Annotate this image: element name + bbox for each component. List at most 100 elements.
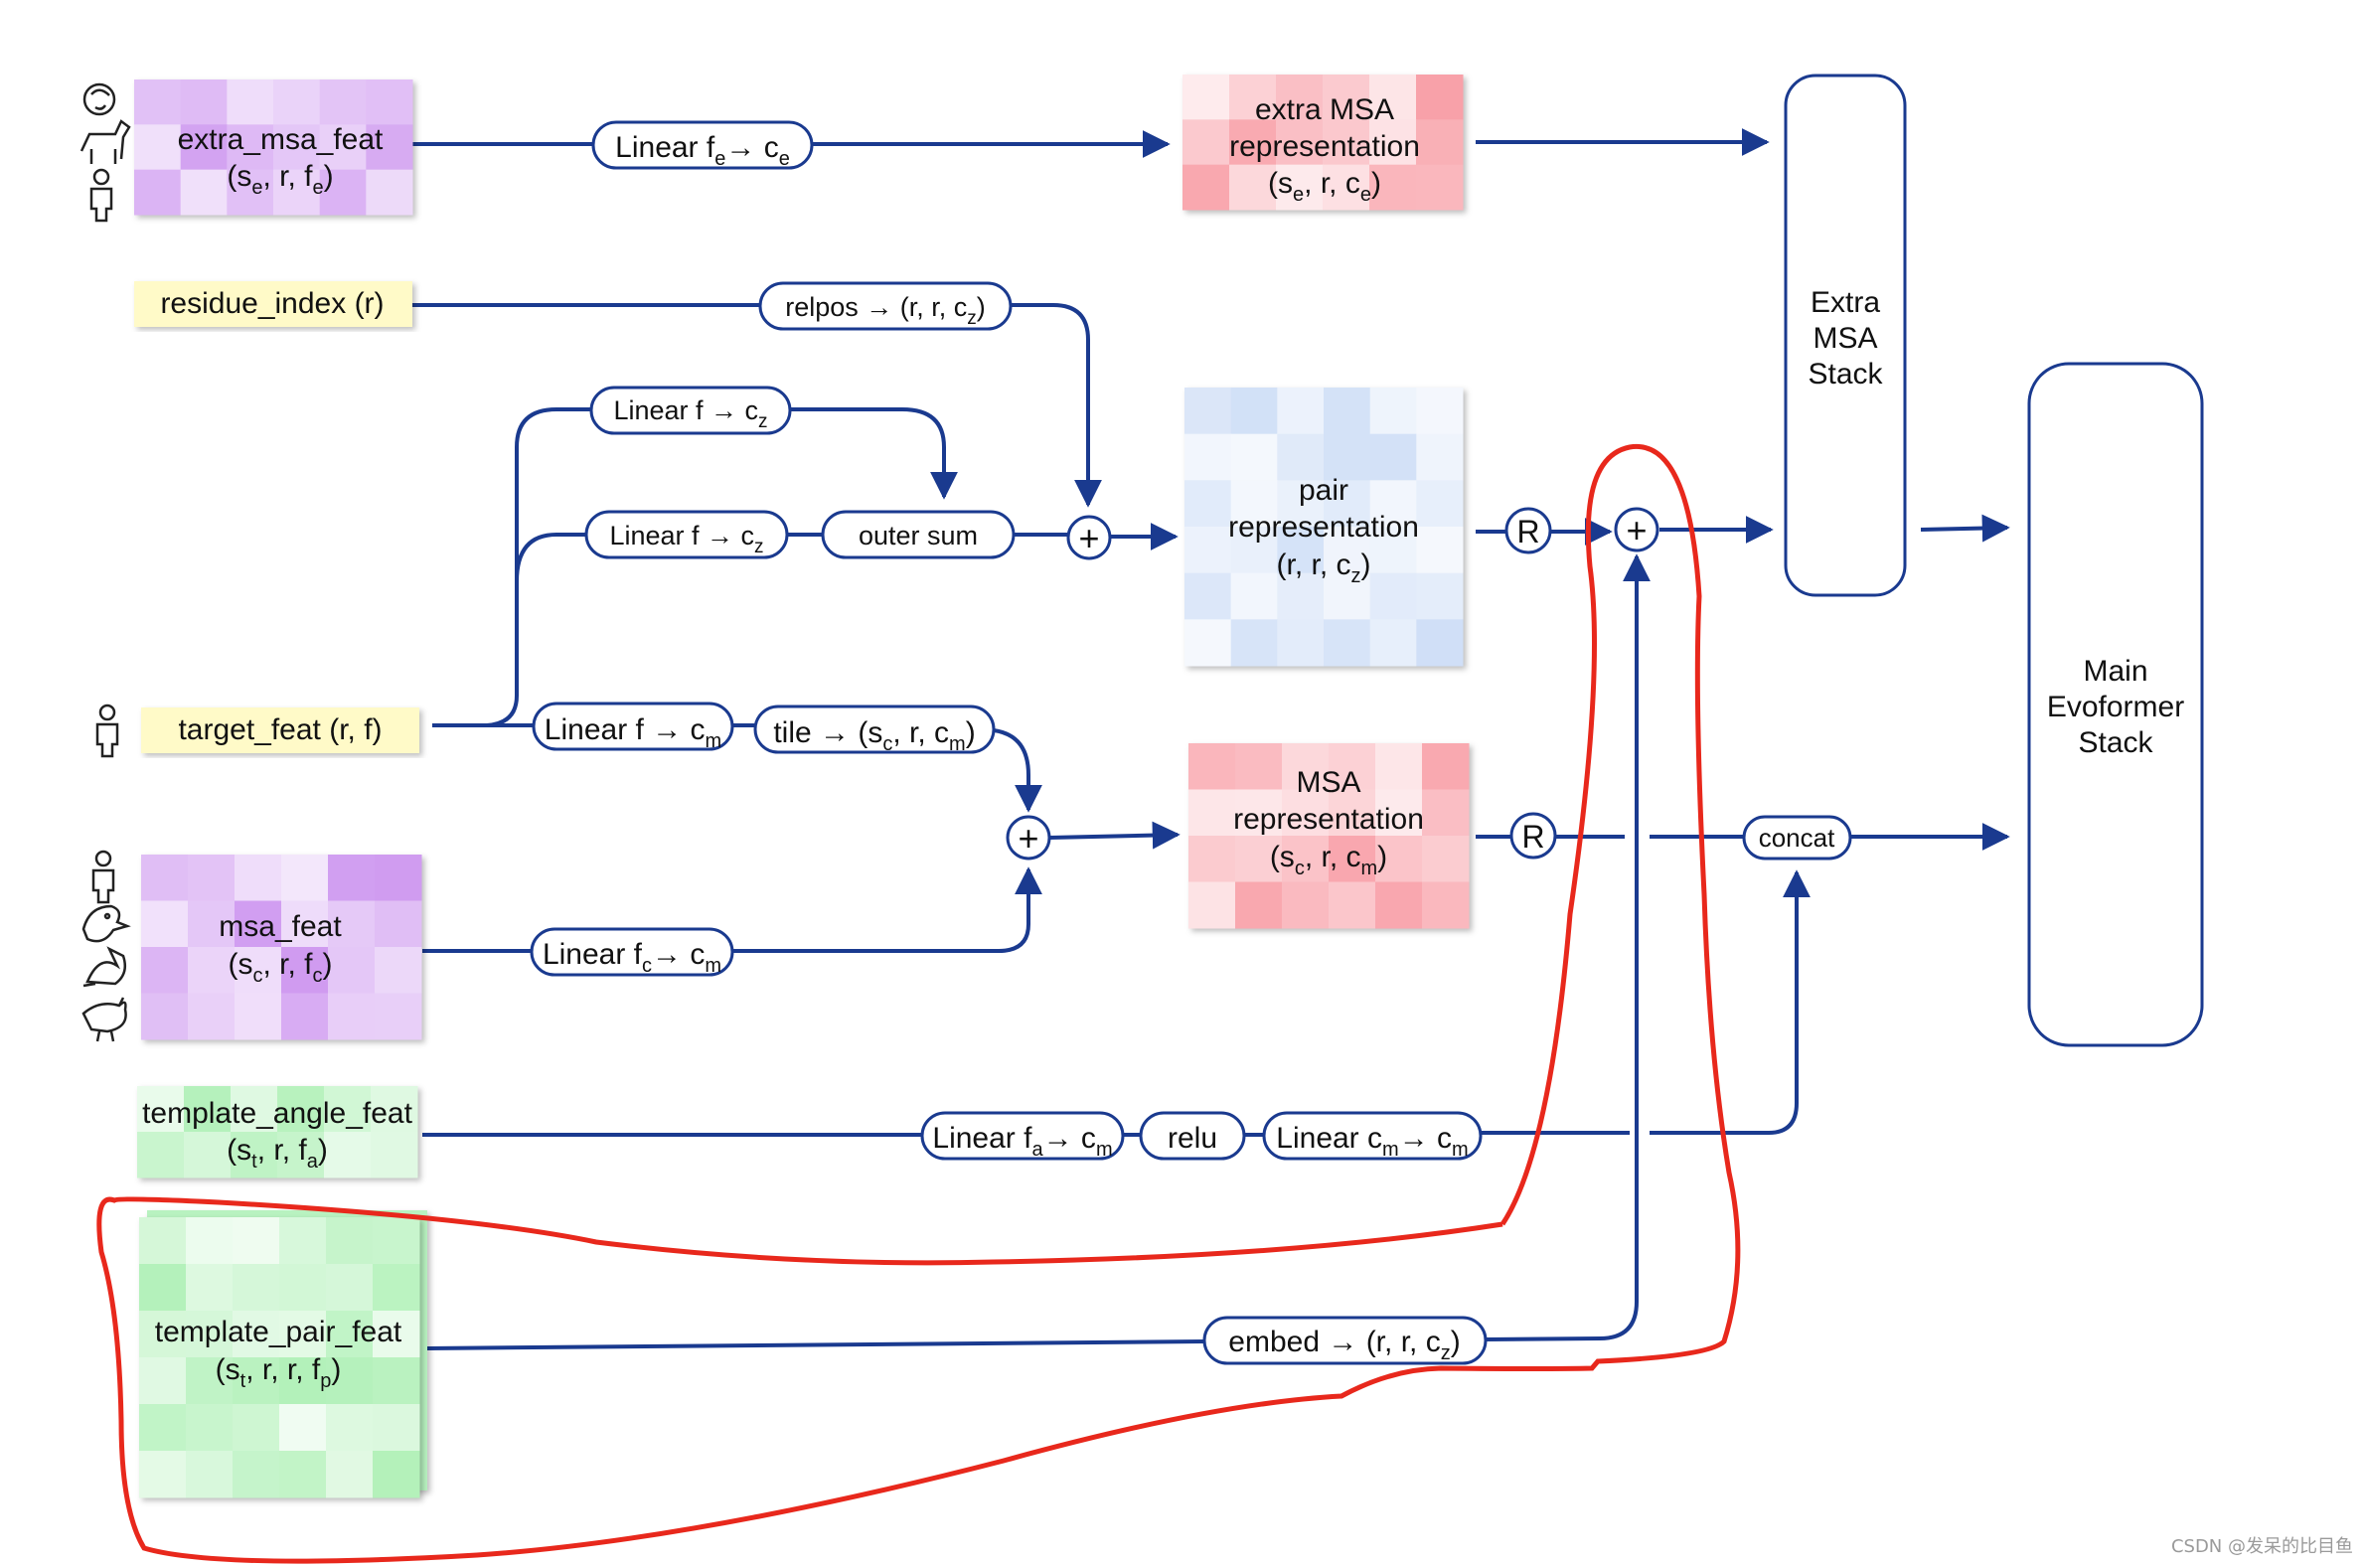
svg-text:Stack: Stack (1808, 358, 1883, 391)
heatmap-cell (186, 1311, 234, 1358)
template-angle-feat-shape: (st, r, fa) (227, 1134, 328, 1173)
target-feat-tile (141, 707, 419, 753)
heatmap-cell (139, 1217, 187, 1265)
heatmap-cell (227, 169, 274, 216)
heatmap-cell (1369, 572, 1417, 620)
heatmap-cell (279, 1311, 327, 1358)
msa-representation-title: MSA (1296, 766, 1360, 799)
heatmap-cell (1369, 527, 1417, 574)
watermark: CSDN @发呆的比目鱼 (2170, 1536, 2353, 1557)
heatmap-cell (1329, 743, 1376, 790)
heatmap-cell (319, 79, 367, 125)
heatmap-cell (1182, 164, 1230, 211)
heatmap-cell (1184, 527, 1232, 574)
heatmap-cell (273, 79, 321, 125)
heatmap-cell (186, 1264, 234, 1312)
heatmap-cell (1277, 527, 1325, 574)
msa-feat-tile (141, 855, 422, 1040)
heatmap-cell (139, 1264, 187, 1312)
svg-text:Linear fa→ cm: Linear fa→ cm (932, 1122, 1112, 1161)
heatmap-cell (1277, 433, 1325, 481)
heatmap-cell (141, 993, 189, 1040)
heatmap-cell (279, 1264, 327, 1312)
svg-text:Linear fc→ cm: Linear fc→ cm (543, 938, 721, 977)
svg-text:concat: concat (1759, 823, 1835, 853)
heatmap-cell (1188, 881, 1236, 929)
virus-icon (82, 82, 116, 116)
heatmap-cell (188, 947, 236, 994)
svg-text:R: R (1521, 819, 1544, 855)
heatmap-cell (319, 169, 367, 216)
heatmap-cell (233, 1357, 280, 1405)
op-linear-fc-cm: Linear fc→ cm (530, 927, 734, 977)
svg-text:+: + (1078, 518, 1099, 558)
heatmap-cell (1230, 480, 1278, 528)
heatmap-cell (1422, 881, 1470, 929)
heatmap-cell (1235, 743, 1283, 790)
heatmap-cell (1329, 789, 1376, 837)
heatmap-cell (139, 1311, 187, 1358)
heatmap-cell (188, 855, 236, 901)
template-pair-feat-label: template_pair_feat (155, 1316, 402, 1348)
op-outer-sum: outer sum (821, 510, 1016, 559)
svg-text:Evoformer: Evoformer (2047, 691, 2184, 723)
bird-icon (81, 904, 131, 943)
msa-representation-subtitle: representation (1233, 803, 1424, 836)
msa-representation-shape: (sc, r, cm) (1270, 841, 1387, 879)
heatmap-cell (1182, 75, 1230, 120)
heatmap-cell (1276, 75, 1324, 120)
heatmap-cell (1324, 480, 1371, 528)
heatmap-cell (1230, 572, 1278, 620)
heatmap-cell (1229, 75, 1277, 120)
recycle-node-pair: R (1504, 507, 1552, 554)
heatmap-cell (328, 947, 376, 994)
heatmap-cell (1416, 164, 1464, 211)
heatmap-cell (1369, 75, 1417, 120)
heatmap-cell (141, 947, 189, 994)
heatmap-cell (1230, 388, 1278, 435)
heatmap-cell (366, 124, 413, 171)
heatmap-cell (139, 1451, 187, 1498)
heatmap-cell (180, 124, 228, 171)
heatmap-cell (1188, 836, 1236, 882)
heatmap-cell (1369, 388, 1417, 435)
heatmap-cell (1375, 881, 1423, 929)
svg-text:Linear f → cz: Linear f → cz (609, 521, 763, 557)
heatmap-cell (1184, 619, 1232, 667)
heatmap-cell (319, 124, 367, 171)
recycle-node-msa: R (1509, 812, 1557, 860)
extra-msa-representation-shape: (se, r, ce) (1268, 167, 1381, 206)
hand-drawn-annotation-loop (96, 443, 1741, 1564)
heatmap-cell (1324, 572, 1371, 620)
plus-node-pair: + (1066, 515, 1112, 560)
heatmap-cell (1323, 75, 1370, 120)
heatmap-cell (227, 79, 274, 125)
heatmap-cell (233, 1404, 280, 1452)
heatmap-cell (1235, 836, 1283, 882)
heatmap-cell (1329, 836, 1376, 882)
heatmap-cell (375, 947, 422, 994)
op-linear-f-cz-lower: Linear f → cz (584, 510, 789, 559)
residue-index-label: residue_index (r) (160, 287, 384, 320)
heatmap-cell (277, 1086, 325, 1133)
svg-text:Linear f → cz: Linear f → cz (613, 395, 767, 432)
svg-text:+: + (1018, 818, 1038, 859)
op-concat: concat (1742, 815, 1852, 861)
heatmap-cell (1184, 572, 1232, 620)
heatmap-cell (186, 1217, 234, 1265)
heatmap-cell (134, 79, 182, 125)
dog-icon (79, 119, 131, 164)
heatmap-cell (281, 855, 329, 901)
extra-msa-feat-label: extra_msa_feat (178, 123, 384, 156)
extra-msa-representation-title: extra MSA (1255, 93, 1394, 126)
heatmap-cell (180, 79, 228, 125)
heatmap-cell (1416, 433, 1464, 481)
target-feat-label: target_feat (r, f) (178, 713, 382, 746)
pair-representation-tile (1184, 388, 1464, 667)
heatmap-cell (184, 1086, 232, 1133)
heatmap-cell (1230, 433, 1278, 481)
heatmap-cell (180, 169, 228, 216)
heatmap-cell (235, 947, 282, 994)
heatmap-cell (373, 1404, 420, 1452)
svg-text:Extra: Extra (1811, 286, 1880, 319)
